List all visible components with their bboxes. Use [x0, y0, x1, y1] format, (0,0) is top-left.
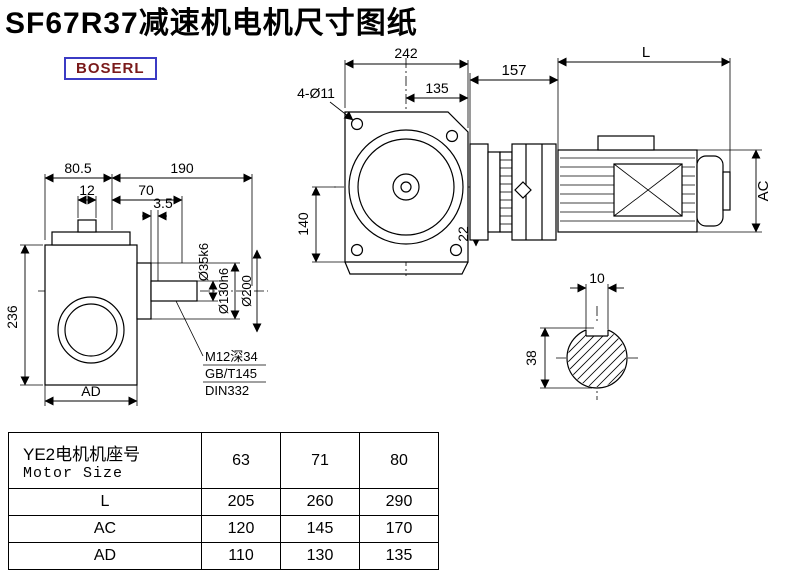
flange-circle-spigot [357, 138, 455, 236]
input-shaft [150, 280, 198, 302]
bolt-hole [350, 117, 364, 131]
row-label-L: L [8, 488, 202, 516]
cell-L-63: 205 [201, 488, 281, 516]
center-hole [400, 181, 412, 193]
cell-AC-80: 170 [359, 515, 439, 543]
cell-AD-63: 110 [201, 542, 281, 570]
dim-38-label: 38 [523, 350, 539, 366]
cell-L-71: 260 [280, 488, 360, 516]
cell-AD-71: 130 [280, 542, 360, 570]
shaft-hub [136, 262, 152, 320]
table-col-80: 80 [359, 432, 439, 489]
oil-plug-diamond [514, 181, 532, 199]
table-header-line2: Motor Size [23, 464, 124, 482]
dim-AD-label: AD [81, 383, 100, 399]
side-view: 80.5 190 12 70 3.5 236 AD [4, 160, 268, 406]
technical-drawing: 80.5 190 12 70 3.5 236 AD [4, 44, 772, 406]
dim-hub-dia-label: Ø130h6 [216, 268, 231, 314]
dim-shaft-dia-label: Ø35k6 [196, 243, 211, 281]
dim-flange-dia-label: Ø200 [239, 275, 254, 307]
output-bore-outer [57, 296, 125, 364]
dim-AC-label: AC [755, 180, 772, 201]
note-thread-label: M12深34 [205, 349, 258, 364]
cell-AC-63: 120 [201, 515, 281, 543]
table-header-row: YE2电机机座号 Motor Size 63 71 80 [8, 432, 439, 489]
dim-157-label: 157 [501, 62, 526, 79]
note-gb-standard-label: GB/T145 [205, 366, 257, 381]
shaft-hole [392, 173, 420, 201]
bolt-hole [445, 129, 459, 143]
shaft-circle [566, 327, 628, 389]
output-bore-inner [64, 303, 118, 357]
dim-190-label: 190 [170, 160, 194, 176]
fan-cover-end [722, 171, 731, 211]
motor-size-table: YE2电机机座号 Motor Size 63 71 80 L 205 260 2… [8, 432, 439, 570]
page-title: SF67R37减速机电机尺寸图纸 [5, 7, 418, 40]
keyway-cutout [586, 322, 608, 336]
dim-10-label: 10 [589, 270, 605, 286]
terminal-box [597, 135, 655, 151]
table-row: L 205 260 290 [8, 488, 439, 516]
housing-cap [51, 231, 131, 246]
dim-80-5-label: 80.5 [64, 160, 91, 176]
flange-outline [344, 111, 469, 263]
brand-logo: BOSERL [64, 57, 157, 80]
table-col-71: 71 [280, 432, 360, 489]
dim-3-5-label: 3.5 [153, 195, 173, 211]
table-col-63: 63 [201, 432, 281, 489]
dim-135-label: 135 [425, 80, 449, 96]
front-view: 242 135 4-Ø11 140 22 [295, 45, 481, 276]
motor-view: 157 L AC [469, 44, 772, 241]
shaft-section: 10 38 [523, 270, 638, 400]
dim-242-label: 242 [394, 45, 418, 61]
bolt-hole [449, 243, 463, 257]
housing-boss [77, 219, 97, 233]
table-header-line1: YE2电机机座号 [23, 444, 141, 464]
cell-AC-71: 145 [280, 515, 360, 543]
flange-circle-outer [348, 129, 464, 245]
dim-140-label: 140 [295, 212, 311, 236]
adapter-flange [469, 143, 489, 241]
table-row: AD 110 130 135 [8, 542, 439, 570]
fan-cover [696, 155, 724, 227]
table-row: AC 120 145 170 [8, 515, 439, 543]
cell-L-80: 290 [359, 488, 439, 516]
row-label-AC: AC [8, 515, 202, 543]
adapter-ring [487, 151, 501, 233]
row-label-AD: AD [8, 542, 202, 570]
dim-236-label: 236 [4, 305, 20, 329]
table-header-label: YE2电机机座号 Motor Size [8, 432, 202, 489]
bolt-holes-label: 4-Ø11 [297, 85, 335, 101]
dim-70-label: 70 [138, 182, 154, 198]
dim-12-label: 12 [79, 182, 95, 198]
cell-AD-80: 135 [359, 542, 439, 570]
note-din-standard-label: DIN332 [205, 383, 249, 398]
housing-foot [344, 261, 469, 275]
dim-L-label: L [642, 44, 650, 61]
bolt-hole [350, 243, 364, 257]
dim-22-label: 22 [455, 226, 471, 242]
